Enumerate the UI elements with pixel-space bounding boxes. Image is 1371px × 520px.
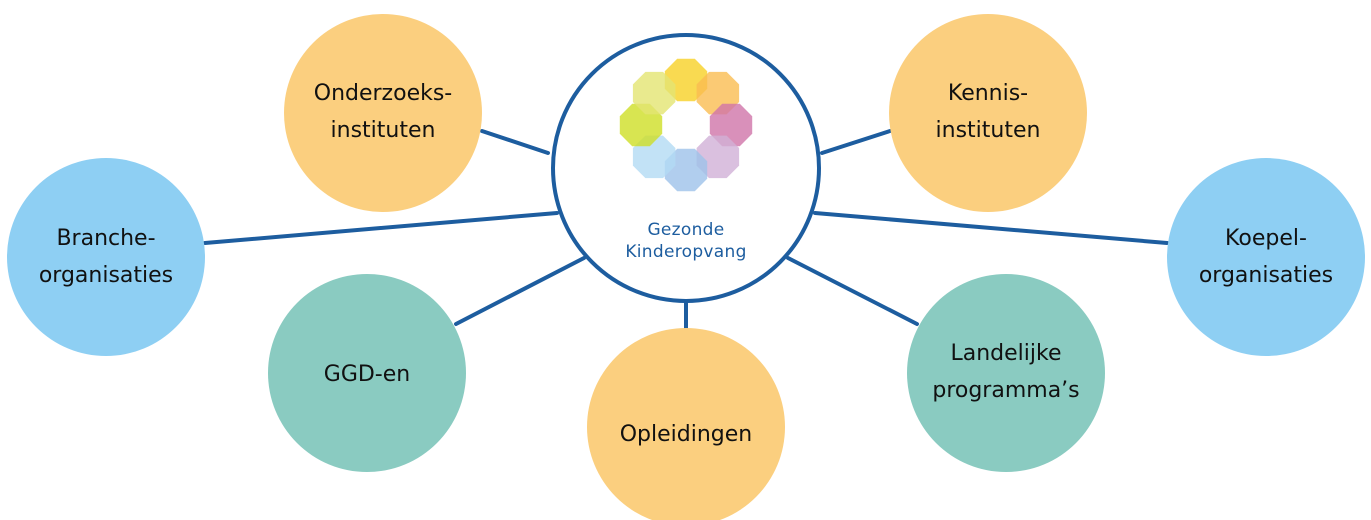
node-label-line1: Branche- <box>56 226 155 251</box>
node-label-line2: organisaties <box>1199 263 1333 288</box>
connector-onderzoek <box>480 129 550 155</box>
logo-petal <box>696 71 740 115</box>
node-circle <box>907 274 1105 472</box>
connectors <box>203 129 1169 332</box>
node-label-line1: Landelijke <box>950 341 1061 366</box>
node-label-line2: instituten <box>331 118 436 143</box>
logo-text-line2: Kinderopvang <box>625 242 746 262</box>
logo-text-line1: Gezonde <box>647 220 724 240</box>
node-ggd-en: GGD-en <box>268 274 466 472</box>
logo-petal <box>664 58 708 102</box>
flower-logo-icon <box>619 58 753 192</box>
node-label-line1: GGD-en <box>324 362 410 387</box>
connector-branche <box>203 211 559 245</box>
node-opleidingen: Opleidingen <box>587 328 785 520</box>
node-label-line1: Kennis- <box>948 81 1028 106</box>
node-label-line1: Opleidingen <box>620 422 753 447</box>
center-node: Gezonde Kinderopvang <box>551 33 821 303</box>
logo-petal <box>619 103 663 147</box>
logo-petal <box>709 103 753 147</box>
node-onderzoeksinstituten: Onderzoeks- instituten <box>284 14 482 212</box>
logo-petal <box>664 148 708 192</box>
node-label-line1: Koepel- <box>1225 226 1307 251</box>
node-circle <box>587 328 785 520</box>
node-landelijke-programmas: Landelijke programma’s <box>907 274 1105 472</box>
logo-petal <box>632 135 676 179</box>
node-koepelorganisaties: Koepel- organisaties <box>1167 158 1365 356</box>
node-circle <box>284 14 482 212</box>
node-label-line1: Onderzoeks- <box>314 81 453 106</box>
node-brancheorganisaties: Branche- organisaties <box>7 158 205 356</box>
node-label-line2: programma’s <box>932 378 1079 403</box>
node-circle <box>889 14 1087 212</box>
connector-koepel <box>813 211 1169 245</box>
node-label-line2: instituten <box>936 118 1041 143</box>
node-circle <box>1167 158 1365 356</box>
logo-petal <box>632 71 676 115</box>
connector-kennis <box>820 129 892 155</box>
node-label-line2: organisaties <box>39 263 173 288</box>
node-kennisinstituten: Kennis- instituten <box>889 14 1087 212</box>
connector-ggd <box>454 256 586 326</box>
node-circle <box>7 158 205 356</box>
node-circle <box>268 274 466 472</box>
connector-landelijke <box>786 256 919 326</box>
logo-petal <box>696 135 740 179</box>
